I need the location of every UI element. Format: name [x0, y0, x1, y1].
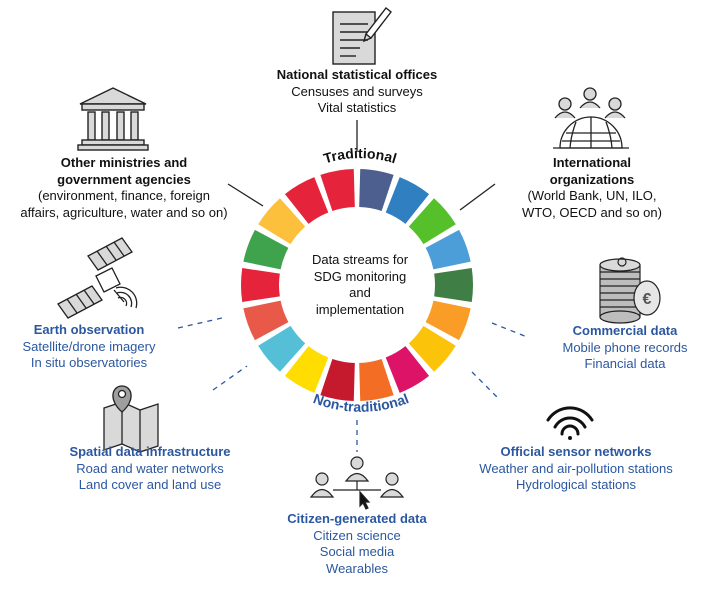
- ring-segment: [258, 325, 306, 372]
- ring-segment: [359, 359, 394, 401]
- node-line: Weather and air-pollution stations: [479, 460, 673, 476]
- node-commercial-data: Commercial data Mobile phone records Fin…: [540, 323, 708, 373]
- wifi-signal-icon: [546, 406, 594, 440]
- ring-segment: [241, 268, 280, 302]
- connector-sensor: [471, 371, 501, 401]
- connector-earth: [177, 317, 223, 329]
- ring-segment: [434, 268, 473, 302]
- ring-segment: [320, 169, 355, 211]
- node-title: National statistical offices: [276, 67, 438, 82]
- node-title: Commercial data: [572, 323, 678, 338]
- connector-commercial: [491, 322, 528, 338]
- node-citizen-generated-data: Citizen-generated data Citizen science S…: [257, 511, 457, 577]
- node-line: Social media: [319, 544, 395, 559]
- node-line: Wearables: [326, 560, 388, 576]
- node-international-organizations: International organizations (World Bank,…: [502, 155, 682, 221]
- node-line: WTO, OECD and so on): [522, 204, 662, 220]
- node-line: Citizen science: [313, 527, 401, 543]
- ring-segment: [385, 177, 430, 224]
- government-building-icon: [77, 87, 149, 151]
- map-pin-icon: [103, 385, 159, 453]
- ring-segment: [258, 198, 306, 245]
- node-title: Official sensor networks: [500, 444, 652, 459]
- node-line: In situ observatories: [30, 355, 148, 370]
- node-line: Land cover and land use: [78, 477, 222, 492]
- node-title: Citizen-generated data: [287, 511, 427, 526]
- ring-segment: [425, 300, 471, 341]
- node-line: (environment, finance, foreign: [38, 188, 210, 203]
- ring-center-text: Data streams for SDG monitoring and impl…: [311, 252, 409, 317]
- ring-segment: [320, 359, 355, 401]
- ring-segment: [243, 300, 289, 341]
- people-network-cursor-icon: [309, 456, 405, 510]
- satellite-icon: [57, 237, 138, 319]
- sdg-ring: [241, 169, 473, 401]
- ring-segment: [284, 177, 329, 224]
- svg-text:€: €: [643, 291, 652, 308]
- node-line: Financial data: [584, 356, 666, 371]
- node-line: Censuses and surveys: [291, 83, 423, 99]
- ring-segment: [284, 346, 329, 393]
- connector-intl: [459, 183, 496, 211]
- ring-segment: [385, 346, 430, 393]
- ring-segment: [243, 229, 289, 270]
- node-title: International organizations: [549, 155, 635, 187]
- ring-segment: [359, 169, 394, 211]
- document-pen-icon: [332, 7, 392, 65]
- node-line: Mobile phone records: [562, 339, 688, 355]
- node-other-ministries: Other ministries and government agencies…: [14, 155, 234, 221]
- coin-stack-euro-icon: €: [599, 257, 661, 324]
- node-title: Earth observation: [33, 322, 145, 337]
- node-line: Hydrological stations: [516, 477, 636, 492]
- node-official-sensor-networks: Official sensor networks Weather and air…: [466, 444, 686, 494]
- dashed-connectors: [177, 317, 528, 452]
- node-line: (World Bank, UN, ILO,: [527, 188, 657, 203]
- node-title: Spatial data infrastructure: [69, 444, 231, 459]
- ring-segment: [425, 229, 471, 270]
- ring-segment: [408, 198, 456, 245]
- node-national-statistical-offices: National statistical offices Censuses an…: [247, 67, 467, 117]
- node-earth-observation: Earth observation Satellite/drone imager…: [4, 322, 174, 372]
- node-line: Satellite/drone imagery: [22, 338, 156, 354]
- connectors: [227, 120, 496, 211]
- node-line: Vital statistics: [317, 100, 397, 115]
- node-title: Other ministries and government agencies: [57, 155, 191, 187]
- node-spatial-data-infrastructure: Spatial data infrastructure Road and wat…: [50, 444, 250, 494]
- globe-people-icon: [553, 87, 629, 149]
- connector-ministries: [227, 183, 264, 207]
- traditional-arc-label: Traditional: [322, 145, 399, 166]
- connector-spatial: [212, 365, 248, 391]
- node-line: Road and water networks: [76, 460, 224, 476]
- node-line: affairs, agriculture, water and so on): [20, 204, 228, 220]
- ring-segment: [408, 325, 456, 372]
